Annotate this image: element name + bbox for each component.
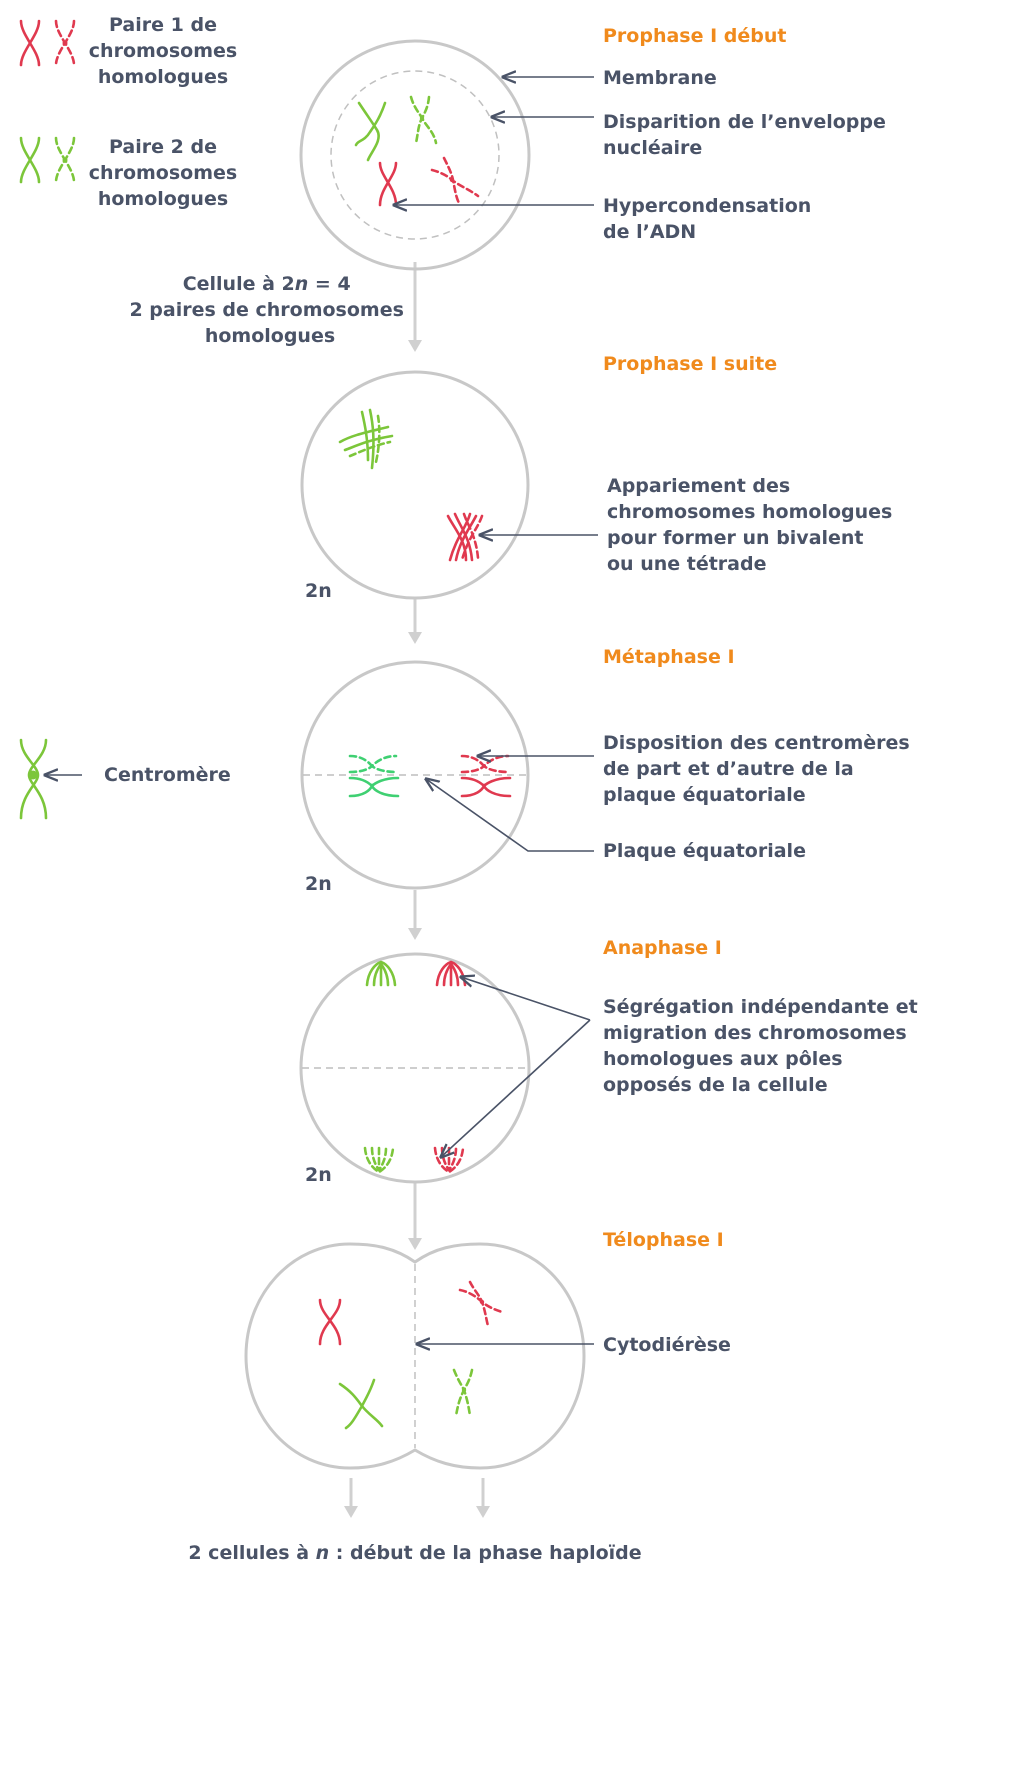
stage-prophase-i-debut: Prophase I début Membrane Disparition de… [129,25,885,347]
chromosomes-red-top [435,960,467,987]
chromosomes-green-bottom [363,1146,395,1174]
legend-pair2: Paire 2 de chromosomes homologues [19,136,237,210]
chromosome-red [378,161,398,207]
chromosomes-red-bottom [433,1146,465,1174]
nuclear-envelope [330,70,500,240]
legend-pair1-line3: homologues [98,66,228,88]
chromosome-red-left [318,1298,342,1346]
bivalent-red [446,512,484,562]
label-plaque-equatoriale: Plaque équatoriale [603,840,806,862]
chromosome-red-dashed [430,156,480,207]
legend-centromere: Centromère [19,738,231,820]
bivalent-green [338,408,394,470]
legend-pair1-line2: chromosomes [89,40,237,62]
legend-pair1-line1: Paire 1 de [109,14,217,36]
ploidy-metaphase-i: 2n [305,873,332,895]
footer-caption: 2 cellules à n : début de la phase haplo… [188,1542,641,1564]
bivalent-red-metaphase [460,754,512,798]
label-cytodierese: Cytodiérèse [603,1334,731,1356]
legend-pair2-line3: homologues [98,188,228,210]
label-membrane: Membrane [603,67,717,89]
chromosome-green-dashed [409,95,438,145]
stage-title-anaphase-i: Anaphase I [603,937,722,959]
dividing-cell [244,1242,586,1470]
flow-arrows [344,262,490,1518]
stage-metaphase-i: Métaphase I 2n Disposition des centromèr… [300,646,910,895]
chromosome-red-right [458,1280,504,1328]
legend-pair2-line2: chromosomes [89,162,237,184]
chromosome-green [354,101,387,162]
cell-prophase-i-suite [300,370,530,600]
stage-title-metaphase-i: Métaphase I [603,646,735,668]
cell-anaphase-i [299,952,531,1184]
chromosome-green-right [452,1368,474,1418]
cell-metaphase-i [300,660,530,890]
stage-title-prophase-i-debut: Prophase I début [603,25,787,47]
chromosomes-green-top [365,960,397,987]
stage-title-prophase-i-suite: Prophase I suite [603,353,777,375]
stage-title-telophase-i: Télophase I [603,1229,724,1251]
stage-anaphase-i: Anaphase I 2n Ségrégation indépendante e… [299,937,918,1186]
legend-pair2-line1: Paire 2 de [109,136,217,158]
chromosome-green-left [338,1378,384,1430]
cell-prophase-i-debut [299,39,531,271]
stage-telophase-i: Télophase I Cytodiérèse [244,1229,731,1470]
legend-pair1: Paire 1 de chromosomes homologues [19,14,237,88]
ploidy-anaphase-i: 2n [305,1164,332,1186]
bivalent-green-metaphase [348,754,400,798]
caption-cell-2n4: Cellule à 2n = 4 2 paires de chromosomes… [129,273,410,347]
ploidy-prophase-i-suite: 2n [305,580,332,602]
centromere-label: Centromère [104,764,231,786]
